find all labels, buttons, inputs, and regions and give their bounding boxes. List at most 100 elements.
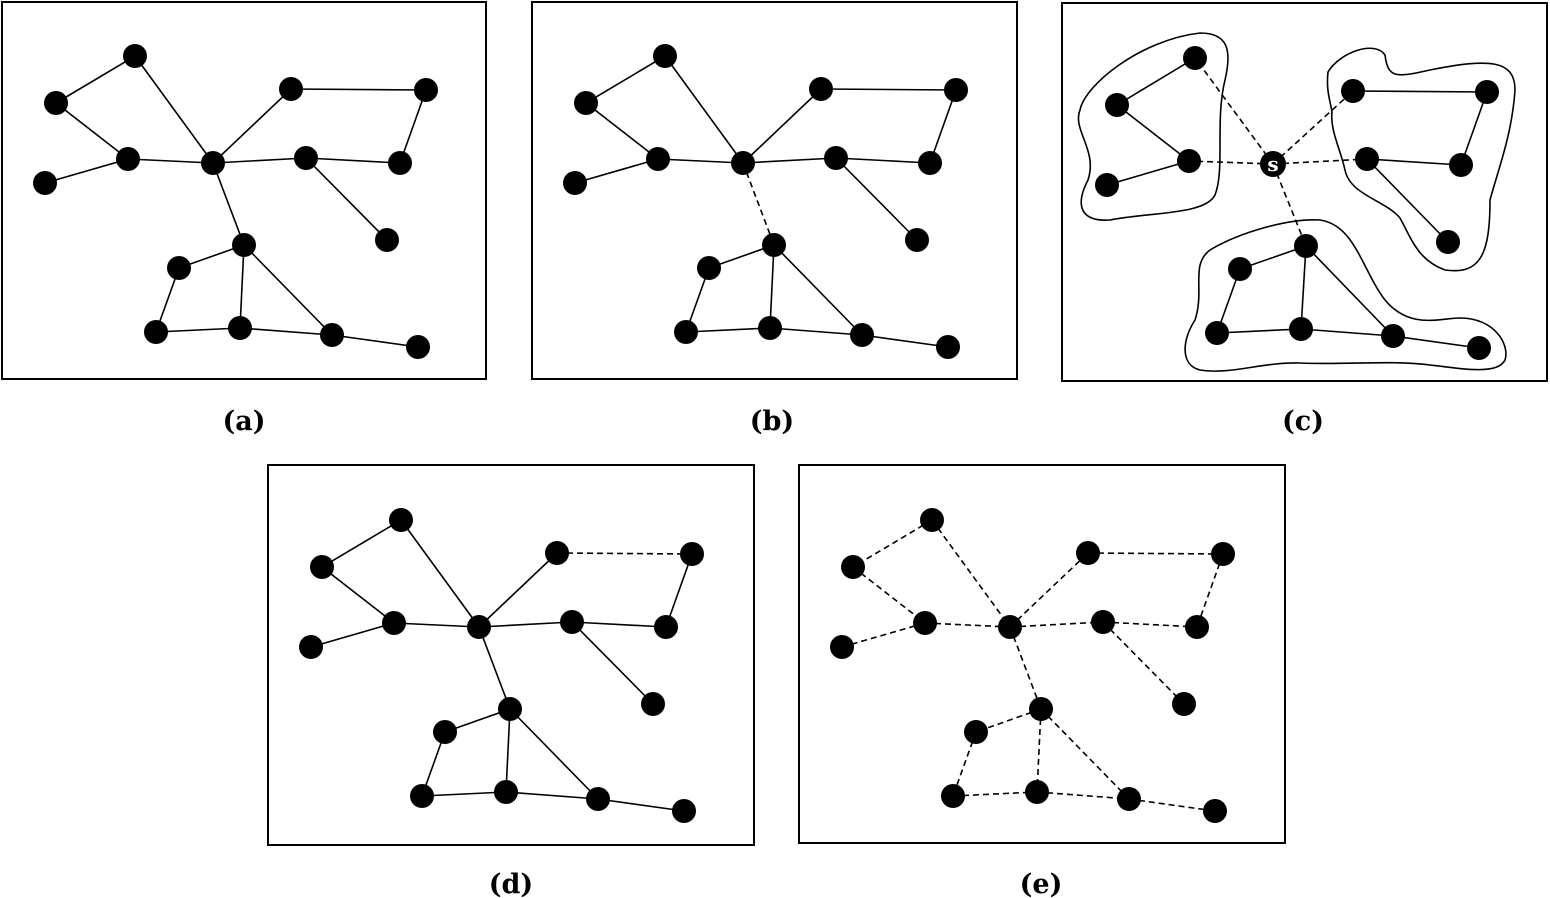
edge	[509, 708, 599, 800]
node	[299, 635, 323, 659]
edge	[852, 519, 933, 568]
node	[375, 228, 399, 252]
panel-frame	[1, 1, 487, 380]
node-layer	[830, 508, 1235, 823]
node	[758, 316, 782, 340]
node-label-s: s	[1267, 152, 1278, 176]
node	[123, 44, 147, 68]
edge	[1352, 90, 1488, 93]
edge	[820, 88, 957, 91]
node	[467, 615, 491, 639]
cluster-outline-right	[1326, 47, 1516, 272]
node	[830, 635, 854, 659]
node	[731, 151, 755, 175]
edge	[769, 244, 775, 329]
caption-a: (a)	[222, 406, 265, 437]
edge	[1009, 552, 1089, 628]
panel-e	[798, 464, 1286, 844]
node	[1172, 692, 1196, 716]
node	[1355, 147, 1379, 171]
node	[389, 508, 413, 532]
edge	[321, 519, 402, 568]
node	[1203, 799, 1227, 823]
edge	[134, 55, 214, 164]
edge	[399, 89, 427, 164]
edge	[1366, 158, 1449, 243]
node	[406, 335, 430, 359]
caption-d: (d)	[489, 869, 533, 898]
node	[382, 611, 406, 635]
node	[1449, 153, 1473, 177]
edge	[556, 552, 693, 555]
node	[809, 77, 833, 101]
node-s	[1260, 151, 1286, 177]
node	[1117, 787, 1141, 811]
node-layer	[33, 44, 438, 359]
node	[1091, 610, 1115, 634]
edge	[585, 55, 666, 104]
edge	[127, 158, 214, 164]
panel-frame	[798, 464, 1286, 844]
node	[1294, 234, 1318, 258]
edge	[305, 157, 401, 164]
edge	[1116, 57, 1196, 106]
edge	[852, 566, 926, 624]
edge	[571, 621, 654, 705]
node	[560, 610, 584, 634]
node	[674, 320, 698, 344]
node	[414, 78, 438, 102]
node	[653, 44, 677, 68]
node	[1228, 257, 1252, 281]
edge	[742, 88, 822, 164]
node	[1177, 149, 1201, 173]
node	[913, 611, 937, 635]
node	[1211, 542, 1235, 566]
edge	[685, 327, 771, 333]
panel-d	[267, 464, 755, 846]
edge	[773, 244, 863, 336]
node	[1076, 541, 1100, 565]
node	[672, 799, 696, 823]
node	[498, 697, 522, 721]
edge	[212, 157, 307, 164]
caption-b: (b)	[750, 406, 794, 437]
edge	[931, 519, 1011, 628]
edge	[505, 791, 599, 800]
edge	[1272, 163, 1307, 247]
edge	[571, 621, 667, 628]
edge	[769, 327, 863, 336]
edge-layer	[1106, 57, 1488, 349]
node	[279, 77, 303, 101]
edge	[1116, 104, 1190, 162]
node	[1025, 780, 1049, 804]
node	[850, 323, 874, 347]
edge	[1009, 626, 1042, 710]
node	[574, 91, 598, 115]
node	[320, 323, 344, 347]
panel-a	[1, 1, 487, 380]
edge	[1460, 91, 1488, 166]
node	[964, 720, 988, 744]
node	[1341, 79, 1365, 103]
edge	[1036, 791, 1130, 800]
node-layer	[563, 44, 968, 359]
node	[1289, 317, 1313, 341]
node	[824, 146, 848, 170]
node	[762, 233, 786, 257]
edge	[400, 519, 480, 628]
edge	[393, 622, 480, 628]
node	[1105, 93, 1129, 117]
node	[680, 542, 704, 566]
edge	[1036, 708, 1042, 793]
edge	[1194, 57, 1274, 165]
node	[388, 151, 412, 175]
node	[1475, 80, 1499, 104]
edge	[835, 157, 918, 241]
edge	[44, 158, 129, 184]
edge	[239, 327, 333, 336]
node	[563, 171, 587, 195]
node	[920, 508, 944, 532]
edge	[478, 621, 573, 628]
edge	[1392, 335, 1480, 349]
caption-e: (e)	[1020, 869, 1063, 898]
